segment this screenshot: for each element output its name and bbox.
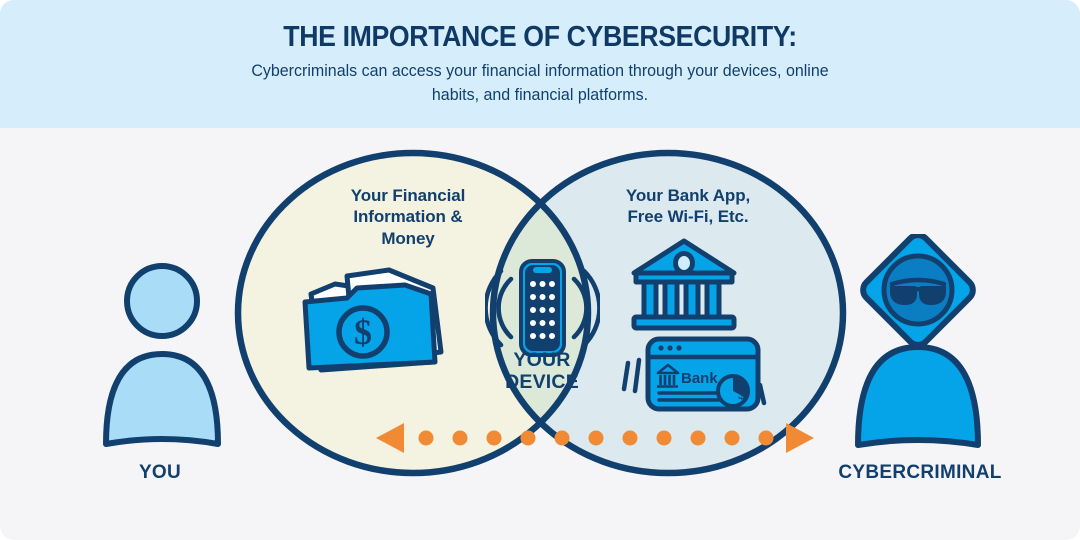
flow-path [376,423,814,453]
flow-dots [418,430,774,446]
venn-left-label-line-1: Your Financial [350,186,466,205]
person-icon [103,263,221,447]
overlap-label: YOUR DEVICE [477,349,607,394]
venn-left-circle-label: Your Financial Information & Money [288,185,528,249]
svg-text:$: $ [354,312,372,352]
keypad-dots-icon [530,281,555,339]
right-figure-caption: CYBERCRIMINAL [838,462,1002,483]
hooded-criminal-icon [855,234,981,448]
criminal-body-icon [855,344,981,448]
signal-waves-icon [485,268,600,348]
venn-diagram: Your Financial Information & Money Your … [0,128,1080,540]
money-folder-icon: $ [302,267,444,373]
browser-window-dots [658,345,682,351]
venn-right-circle-outline [489,149,847,477]
overlap-label-line-1: YOUR [513,349,571,371]
browser-site-name: Bank [681,370,718,387]
venn-right-label-line-1: Your Bank App, [625,186,751,205]
venn-right-circle-label: Your Bank App, Free Wi-Fi, Etc. [578,185,798,228]
venn-left-label-line-2: Information & [353,207,463,227]
venn-left-label-line-3: Money [381,228,435,248]
bank-building-icon [631,238,737,331]
bank-browser-window-icon: Bank $ [621,336,767,412]
overlap-label-line-2: DEVICE [505,370,579,393]
left-figure-caption: YOU [138,462,182,483]
smartphone-signal-icon [485,259,600,357]
sunglasses-icon [889,277,947,305]
right-triangle-arrow [786,423,814,453]
venn-right-label-line-2: Free Wi-Fi, Etc. [627,207,749,227]
svg-text:$: $ [738,387,746,403]
page-subtitle: Cybercriminals can access your financial… [251,62,829,104]
page-title: THE IMPORTANCE OF CYBERSECURITY: [283,21,797,53]
left-triangle-arrow [376,423,404,453]
header-band: THE IMPORTANCE OF CYBERSECURITY: Cybercr… [0,0,1080,128]
